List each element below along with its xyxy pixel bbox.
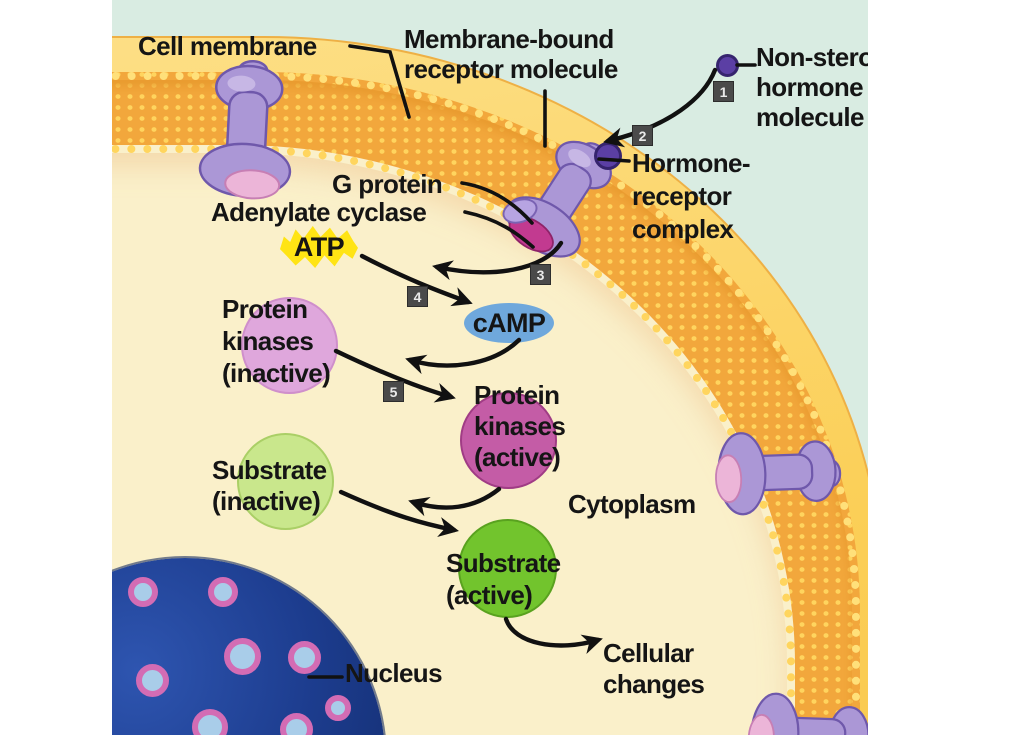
arrow-cyclase-to-reaction xyxy=(432,240,564,281)
nuclear-pore xyxy=(128,577,158,607)
step-badge-3: 3 xyxy=(530,264,551,285)
membrane-receptor-left xyxy=(198,59,292,200)
label-substrate-active: Substrate (active) xyxy=(446,548,561,610)
arrow-hormone-to-receptor xyxy=(603,67,718,148)
substrate-active-shape xyxy=(458,519,557,618)
label-protein-kinases-inactive: Protein kinases (inactive) xyxy=(222,294,331,388)
nuclear-pore xyxy=(325,695,351,721)
label-adenylate-cyclase: Adenylate cyclase xyxy=(211,197,427,227)
nuclear-pore xyxy=(208,577,238,607)
step-badge-4: 4 xyxy=(407,286,428,307)
label-cytoplasm: Cytoplasm xyxy=(568,489,696,519)
pointer-cell-membrane xyxy=(348,44,411,119)
arrow-substrate-inactive-to-active xyxy=(338,489,459,537)
pointer-adenylate-cyclase xyxy=(463,210,535,249)
arrow-kinase-inactive-to-active xyxy=(333,348,456,403)
arrow-camp-to-kinase-reaction xyxy=(405,337,522,375)
arrow-kinase-to-substrate-reaction xyxy=(408,486,502,517)
pointer-hormone-receptor-complex xyxy=(597,157,631,163)
label-atp: ATP xyxy=(293,232,345,262)
pointer-g-protein xyxy=(460,181,534,225)
step-badge-5: 5 xyxy=(383,381,404,402)
protein-kinase-inactive-shape xyxy=(241,297,338,394)
label-cellular-changes: Cellular changes xyxy=(603,638,705,699)
camp-highlight xyxy=(464,303,554,343)
arrow-substrate-to-cellular-changes xyxy=(503,616,603,655)
label-membrane-bound-receptor: Membrane-bound receptor molecule xyxy=(404,24,618,84)
nuclear-pore xyxy=(280,713,313,735)
label-substrate-inactive: Substrate (inactive) xyxy=(212,455,327,516)
nuclear-pore xyxy=(224,638,261,675)
label-g-protein: G protein xyxy=(332,169,443,199)
label-non-steroid-hormone: Non-steroid hormone molecule xyxy=(756,42,868,132)
membrane-receptor-right-upper xyxy=(715,432,842,516)
label-protein-kinases-active: Protein kinases (active) xyxy=(474,380,566,472)
label-hormone-receptor-complex: Hormone- receptor complex xyxy=(632,148,751,244)
nuclear-pore xyxy=(288,641,321,674)
nuclear-pore xyxy=(192,709,228,735)
arrow-layer xyxy=(307,44,757,679)
label-nucleus: Nucleus xyxy=(345,658,443,688)
membrane-receptor-right-lower xyxy=(747,692,868,735)
label-cell-membrane: Cell membrane xyxy=(138,31,317,61)
label-camp: cAMP xyxy=(472,308,546,338)
diagram-canvas: Cell membrane Membrane-bound receptor mo… xyxy=(112,0,868,735)
step-badge-1: 1 xyxy=(713,81,734,102)
protein-kinase-active-shape xyxy=(460,392,557,489)
nuclear-pore xyxy=(136,664,169,697)
arrow-atp-to-camp xyxy=(359,253,473,307)
substrate-inactive-shape xyxy=(237,433,334,530)
step-badge-2: 2 xyxy=(632,125,653,146)
